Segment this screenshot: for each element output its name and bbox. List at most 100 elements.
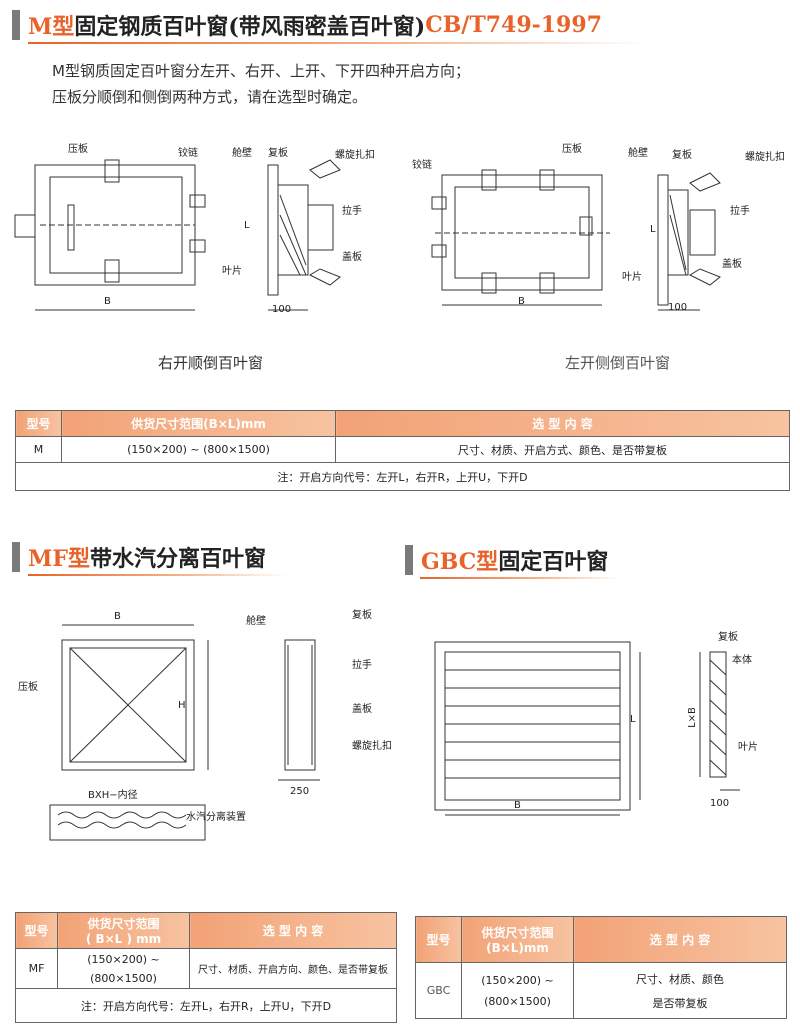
label-gaiban: 盖板 bbox=[352, 704, 372, 715]
title-underline bbox=[420, 577, 620, 579]
title-text: 固定百叶窗 bbox=[498, 549, 609, 575]
label-100: 100 bbox=[710, 798, 730, 809]
header-size-line: 供货尺寸范围 bbox=[87, 917, 160, 931]
label-fuban: 复板 bbox=[718, 632, 738, 643]
model-code: MF型 bbox=[28, 546, 90, 572]
label-cangbi: 舱壁 bbox=[628, 148, 648, 159]
description-line: M型钢质固定百叶窗分左开、右开、上开、下开四种开启方向； bbox=[52, 62, 470, 80]
label-B: B bbox=[104, 296, 111, 307]
header-size-line: ( B×L ) mm bbox=[85, 932, 162, 946]
header-model: 型号 bbox=[15, 912, 58, 949]
label-lashou: 拉手 bbox=[730, 206, 750, 217]
description-line: 压板分顺倒和侧倒两种方式，请在选型时确定。 bbox=[52, 88, 368, 106]
label-yepian: 叶片 bbox=[622, 272, 642, 283]
options-line: 是否带复板 bbox=[652, 996, 708, 1010]
table-note: 注：开启方向代号：左开L，右开R，上开U，下开D bbox=[15, 462, 790, 491]
label-yepian: 叶片 bbox=[222, 266, 242, 277]
size-line: (150×200) ~ bbox=[481, 973, 554, 987]
label-cangbi: 舱壁 bbox=[232, 148, 252, 159]
label-250: 250 bbox=[290, 786, 310, 797]
header-size-line: (B×L)mm bbox=[486, 941, 549, 955]
caption-left-open: 左开侧倒百叶窗 bbox=[565, 354, 671, 372]
header-size: 供货尺寸范围( B×L ) mm bbox=[57, 912, 190, 949]
cell-size: (150×200) ~ (800×1500) bbox=[57, 948, 190, 989]
section-gbc-title: GBC型 固定百叶窗 bbox=[405, 543, 608, 577]
model-code: GBC型 bbox=[421, 549, 499, 575]
label-benti: 本体 bbox=[732, 655, 752, 666]
label-separator: 水汽分离装置 bbox=[186, 812, 246, 823]
table-row: MF (150×200) ~ (800×1500) 尺寸、材质、开启方向、颜色、是否带… bbox=[15, 948, 397, 989]
label-luoxuan: 螺旋扎扣 bbox=[352, 741, 392, 752]
header-size: 供货尺寸范围(B×L)mm bbox=[61, 410, 336, 437]
label-L: L bbox=[244, 220, 250, 231]
label-yaban: 压板 bbox=[562, 144, 582, 155]
label-LxB: L×B bbox=[686, 707, 698, 728]
diagram-left-open bbox=[431, 169, 721, 311]
title-bar bbox=[12, 542, 20, 572]
label-B: B bbox=[514, 800, 521, 811]
table-note: 注：开启方向代号：左开L，右开R，上开U，下开D bbox=[15, 988, 397, 1023]
title-text: 带水汽分离百叶窗 bbox=[89, 546, 266, 572]
cell-model: MF bbox=[15, 948, 58, 989]
label-jiaolian: 铰链 bbox=[178, 148, 198, 159]
header-options: 选 型 内 容 bbox=[335, 410, 790, 437]
label-luoxuan: 螺旋扎扣 bbox=[745, 152, 785, 163]
title-text: 固定钢质百叶窗(带风雨密盖百叶窗) bbox=[74, 14, 426, 40]
section-m-title: M型 固定钢质百叶窗(带风雨密盖百叶窗) CB/T749-1997 bbox=[12, 8, 602, 42]
cell-model: GBC bbox=[415, 962, 462, 1019]
label-fuban: 复板 bbox=[352, 610, 372, 621]
cell-size: (150×200) ~ (800×1500) bbox=[61, 436, 336, 463]
label-L: L bbox=[650, 224, 656, 235]
table-row: M(150×200) ~ (800×1500)尺寸、材质、开启方式、颜色、是否带… bbox=[15, 436, 790, 463]
title-bar bbox=[12, 10, 20, 40]
header-options: 选 型 内 容 bbox=[573, 916, 787, 963]
cell-model: M bbox=[15, 436, 62, 463]
header-size: 供货尺寸范围(B×L)mm bbox=[461, 916, 574, 963]
section-mf-title: MF型 带水汽分离百叶窗 bbox=[12, 540, 266, 574]
label-yepian: 叶片 bbox=[738, 742, 758, 753]
options-line: 尺寸、材质、颜色 bbox=[636, 972, 724, 986]
label-gaiban: 盖板 bbox=[342, 252, 362, 263]
label-luoxuan: 螺旋扎扣 bbox=[335, 150, 375, 161]
label-H: H bbox=[178, 700, 186, 711]
label-jiaolian: 铰链 bbox=[412, 160, 432, 171]
header-size-line: 供货尺寸范围 bbox=[481, 926, 554, 940]
title-bar bbox=[405, 545, 413, 575]
label-fuban: 复板 bbox=[268, 148, 288, 159]
label-inner-dim: BXH−内径 bbox=[88, 790, 138, 801]
cell-options: 尺寸、材质、开启方向、颜色、是否带复板 bbox=[189, 948, 397, 989]
diagram-gbc bbox=[434, 641, 740, 816]
diagram-right-open bbox=[14, 159, 341, 311]
label-gaiban: 盖板 bbox=[722, 259, 742, 270]
standard-code: CB/T749-1997 bbox=[425, 12, 602, 38]
size-line: (800×1500) bbox=[90, 971, 157, 985]
label-fuban: 复板 bbox=[672, 150, 692, 161]
label-B: B bbox=[114, 611, 121, 622]
label-lashou: 拉手 bbox=[352, 660, 372, 671]
cell-options: 尺寸、材质、颜色是否带复板 bbox=[573, 962, 787, 1019]
label-yaban: 压板 bbox=[18, 682, 38, 693]
size-line: (800×1500) bbox=[484, 994, 551, 1008]
title-underline bbox=[28, 574, 288, 576]
label-yaban: 压板 bbox=[68, 144, 88, 155]
label-L: L bbox=[630, 714, 636, 725]
table-row: GBC (150×200) ~ (800×1500) 尺寸、材质、颜色是否带复板 bbox=[415, 962, 787, 1019]
header-model: 型号 bbox=[415, 916, 462, 963]
size-line: (150×200) ~ bbox=[87, 952, 160, 966]
label-lashou: 拉手 bbox=[342, 206, 362, 217]
title-underline bbox=[28, 42, 648, 44]
header-options: 选 型 内 容 bbox=[189, 912, 397, 949]
cell-size: (150×200) ~ (800×1500) bbox=[461, 962, 574, 1019]
label-100: 100 bbox=[272, 304, 292, 315]
diagram-mf bbox=[49, 624, 320, 841]
header-model: 型号 bbox=[15, 410, 62, 437]
label-B: B bbox=[518, 296, 525, 307]
label-100: 100 bbox=[668, 302, 688, 313]
label-cangbi: 舱壁 bbox=[246, 616, 266, 627]
caption-right-open: 右开顺倒百叶窗 bbox=[158, 354, 264, 372]
model-code: M型 bbox=[28, 14, 75, 40]
cell-options: 尺寸、材质、开启方式、颜色、是否带复板 bbox=[335, 436, 790, 463]
